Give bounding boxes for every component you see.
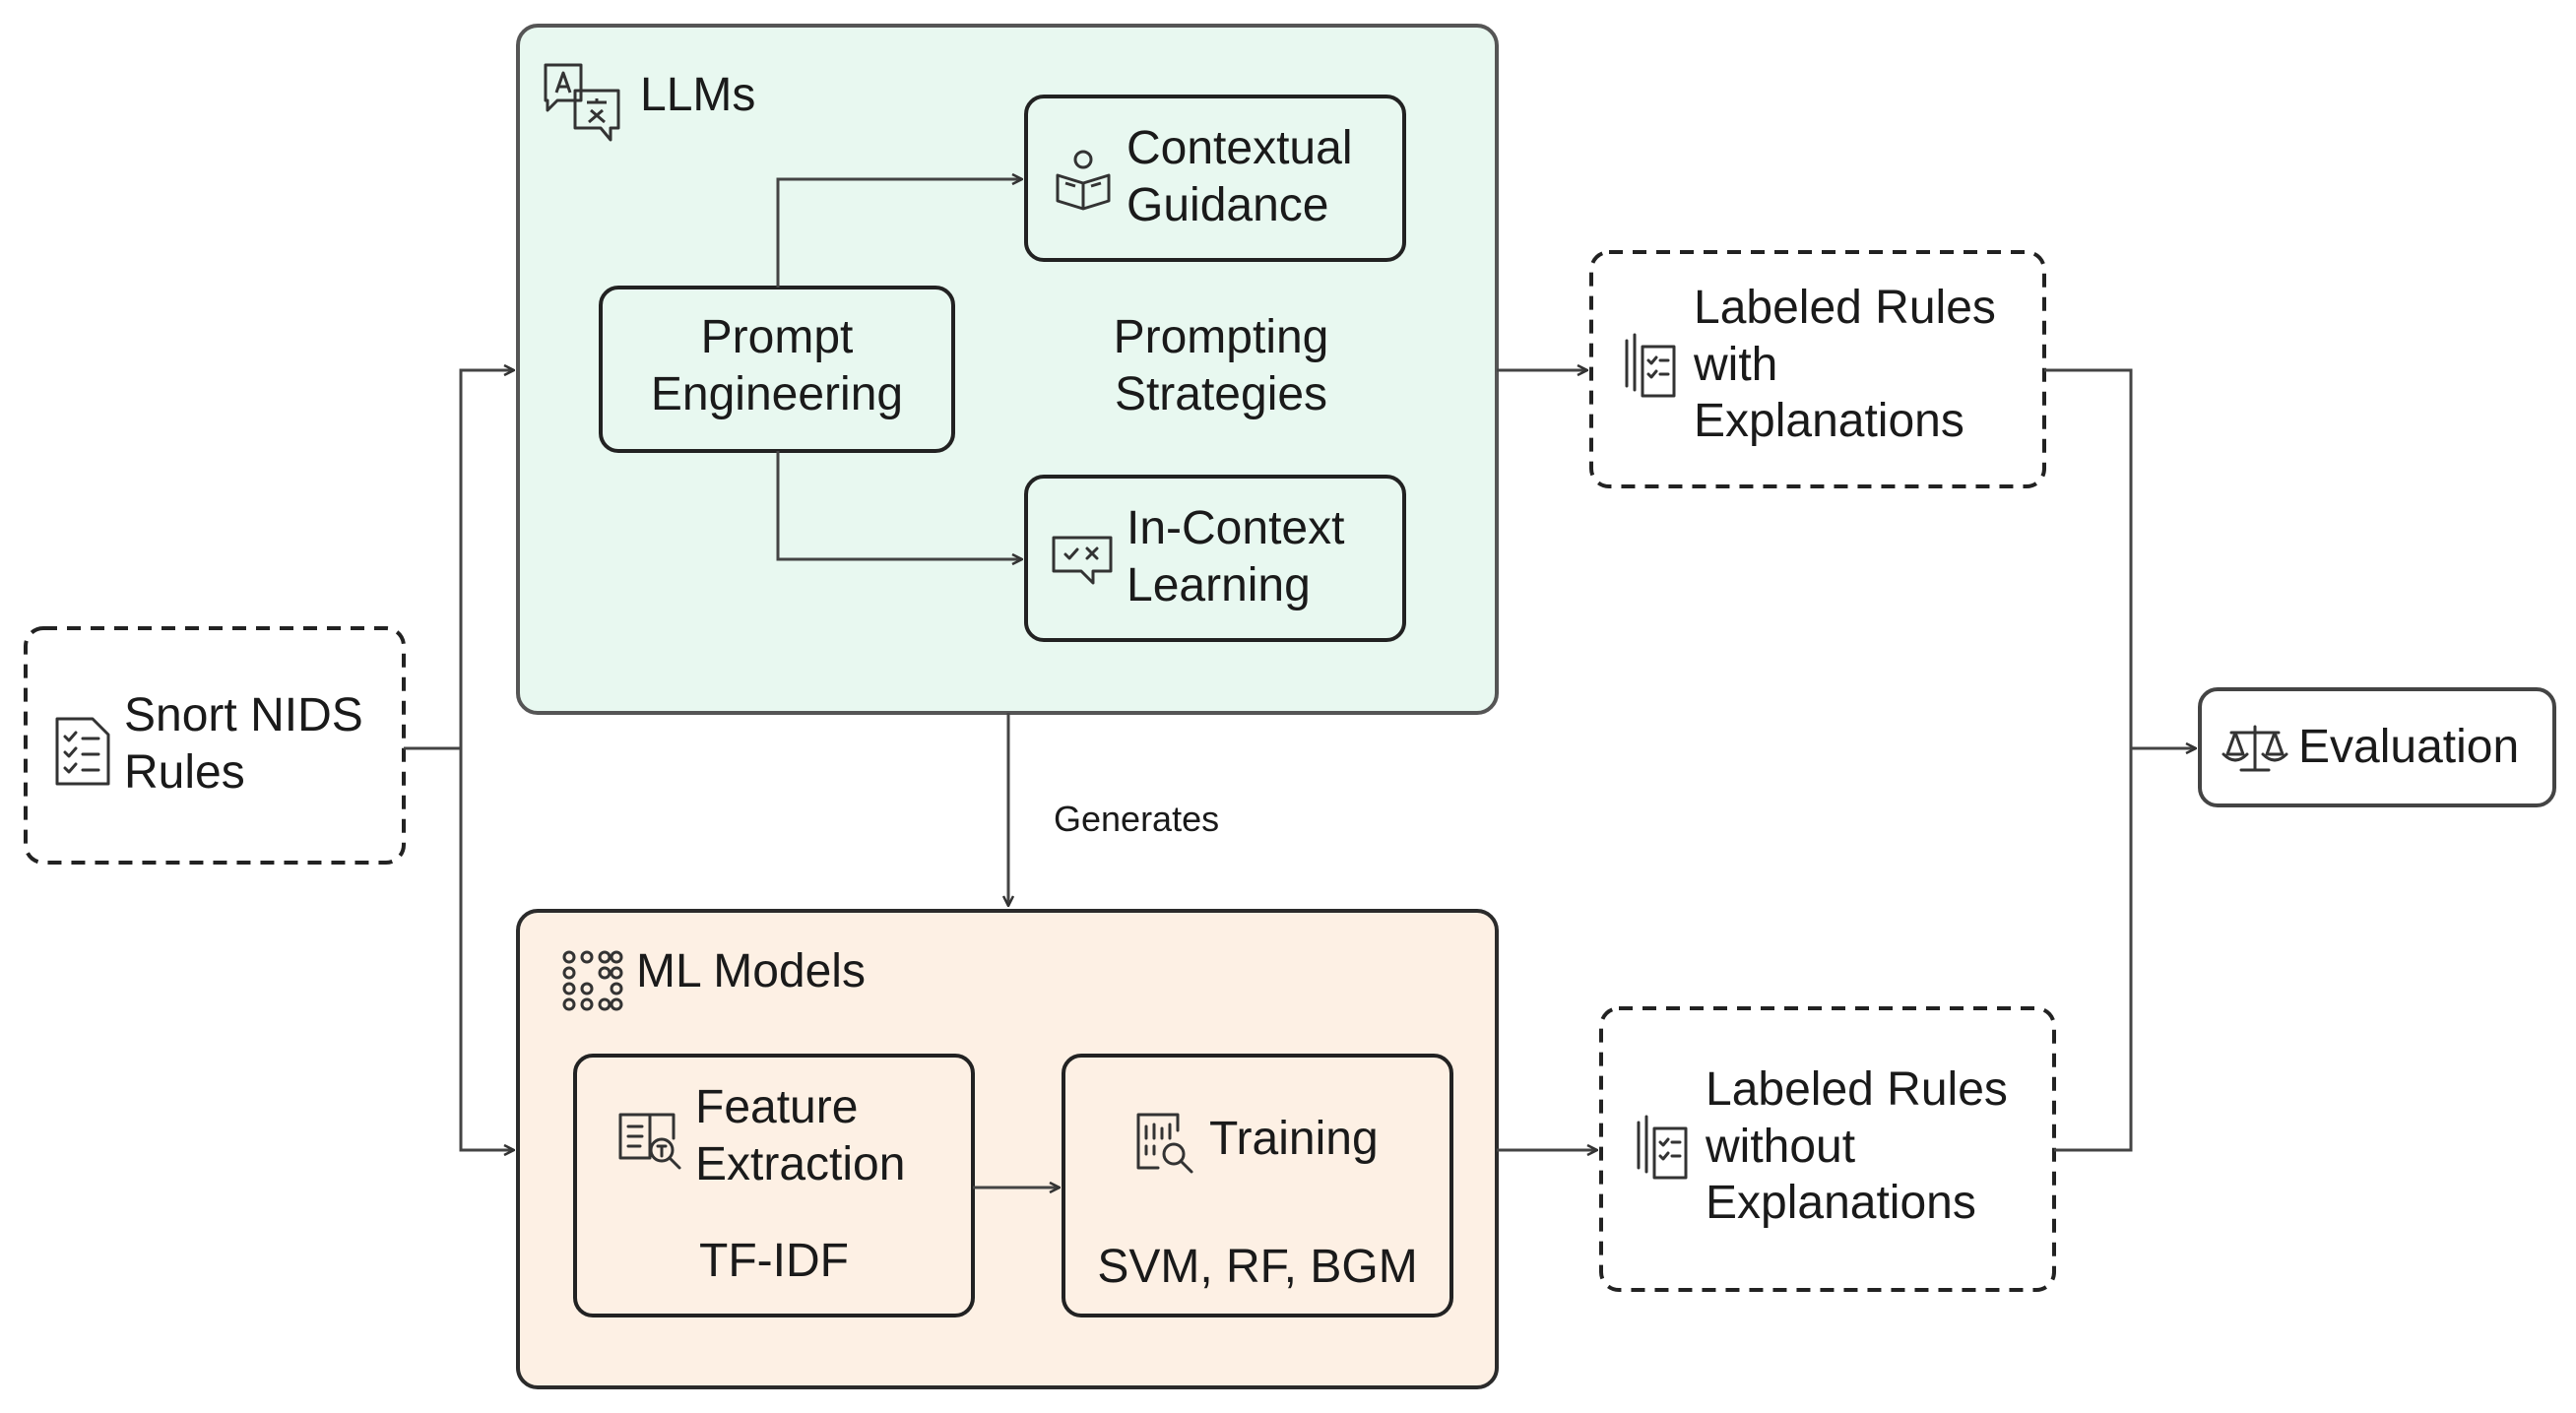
reading-person-icon — [1056, 150, 1111, 211]
llms-title: LLMs — [640, 69, 756, 121]
snort-rules-label: Snort NIDS Rules — [124, 689, 363, 799]
labeled-without-explanations-label: Labeled Rules without Explanations — [1706, 1063, 2008, 1230]
evaluation-box — [2198, 687, 2556, 807]
evaluation-label: Evaluation — [2298, 721, 2520, 773]
prompt-to-icl-arrow — [776, 451, 1022, 559]
scales-icon — [2222, 725, 2288, 772]
in-context-learning-box — [1024, 475, 1406, 642]
contextual-guidance-label: Contextual Guidance — [1127, 122, 1353, 231]
input-to-ml-arrow — [459, 748, 514, 1150]
in-context-learning-label: In-Context Learning — [1127, 502, 1345, 611]
generates-label: Generates — [1054, 799, 1220, 839]
ml-models-title: ML Models — [636, 945, 866, 997]
feature-extraction-box — [573, 1054, 975, 1317]
documents-check-icon-1 — [1625, 333, 1676, 398]
labeled-with-explanations-label: Labeled Rules with Explanations — [1694, 282, 1996, 448]
data-search-icon — [1136, 1113, 1193, 1174]
prompting-strategies-label: Prompting Strategies — [1113, 311, 1329, 420]
book-search-icon — [618, 1113, 681, 1170]
training-label: Training — [1209, 1113, 1379, 1165]
documents-check-icon-2 — [1637, 1115, 1688, 1180]
training-box — [1062, 1054, 1453, 1317]
prompt-to-contextual-arrow — [776, 179, 1022, 288]
chat-check-cross-icon — [1052, 536, 1113, 585]
prompt-engineering-label: Prompt Engineering — [650, 311, 904, 420]
with-to-merge-connector — [2044, 368, 2133, 1152]
ml-grid-icon — [562, 950, 623, 1011]
contextual-guidance-box — [1024, 95, 1406, 262]
feature-method-label: TF-IDF — [699, 1235, 849, 1287]
feature-extraction-label: Feature Extraction — [695, 1081, 906, 1190]
translate-icon — [544, 63, 620, 142]
training-models-label: SVM, RF, BGM — [1097, 1241, 1418, 1293]
document-checklist-icon — [55, 717, 110, 786]
snort-rules-box — [24, 626, 406, 865]
input-to-llms-arrow — [459, 370, 514, 748]
